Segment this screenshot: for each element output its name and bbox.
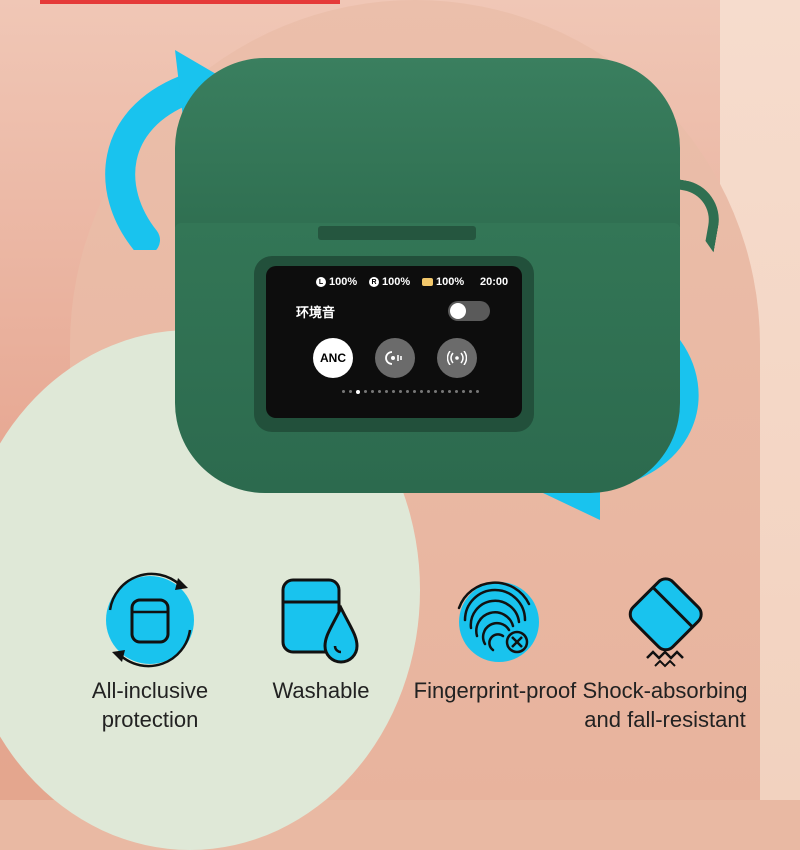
left-bud-icon: L [316, 277, 326, 287]
fingerprint-icon [445, 570, 545, 670]
toggle-knob [450, 303, 466, 319]
feature-shock-absorbing: Shock-absorbing and fall-resistant [570, 570, 760, 734]
right-bud-status: R 100% [369, 276, 410, 288]
feature-washable: Washable [226, 570, 416, 705]
feature-label: Fingerprint-proof [413, 678, 577, 703]
page-indicator [342, 390, 479, 394]
battery-icon [422, 278, 433, 286]
transparency-mode-button[interactable] [375, 338, 415, 378]
shock-icon [615, 570, 715, 670]
case-hinge [318, 226, 476, 240]
water-drop-icon [271, 570, 371, 670]
case-battery: 100% [436, 276, 465, 288]
case-rotate-icon [100, 570, 200, 670]
time-text: 20:00 [480, 276, 509, 288]
clock: 20:00 [480, 276, 508, 288]
ambient-sound-label: 环境音 [296, 305, 336, 320]
feature-label: Washable [272, 678, 370, 703]
left-bud-status: L 100% [316, 276, 357, 288]
feature-all-inclusive: All-inclusive protection [55, 570, 245, 734]
case-lid [175, 58, 680, 233]
sound-wave-icon [447, 351, 467, 365]
feature-label: All-inclusive protection [91, 678, 209, 732]
top-red-tab [40, 0, 340, 4]
feature-fingerprint-proof: Fingerprint-proof [400, 570, 590, 705]
transparency-icon [385, 351, 402, 365]
left-bud-battery: 100% [329, 276, 358, 288]
case-battery-status: 100% [422, 276, 464, 288]
right-bud-icon: R [369, 277, 379, 287]
ambient-sound-toggle[interactable] [448, 301, 490, 321]
anc-mode-button[interactable]: ANC [313, 338, 353, 378]
feature-label: Shock-absorbing and fall-resistant [582, 678, 748, 732]
adaptive-mode-button[interactable] [437, 338, 477, 378]
case-touch-screen: L 100% R 100% 100% 20:00 环境音 ANC [266, 266, 522, 418]
right-bud-battery: 100% [382, 276, 411, 288]
